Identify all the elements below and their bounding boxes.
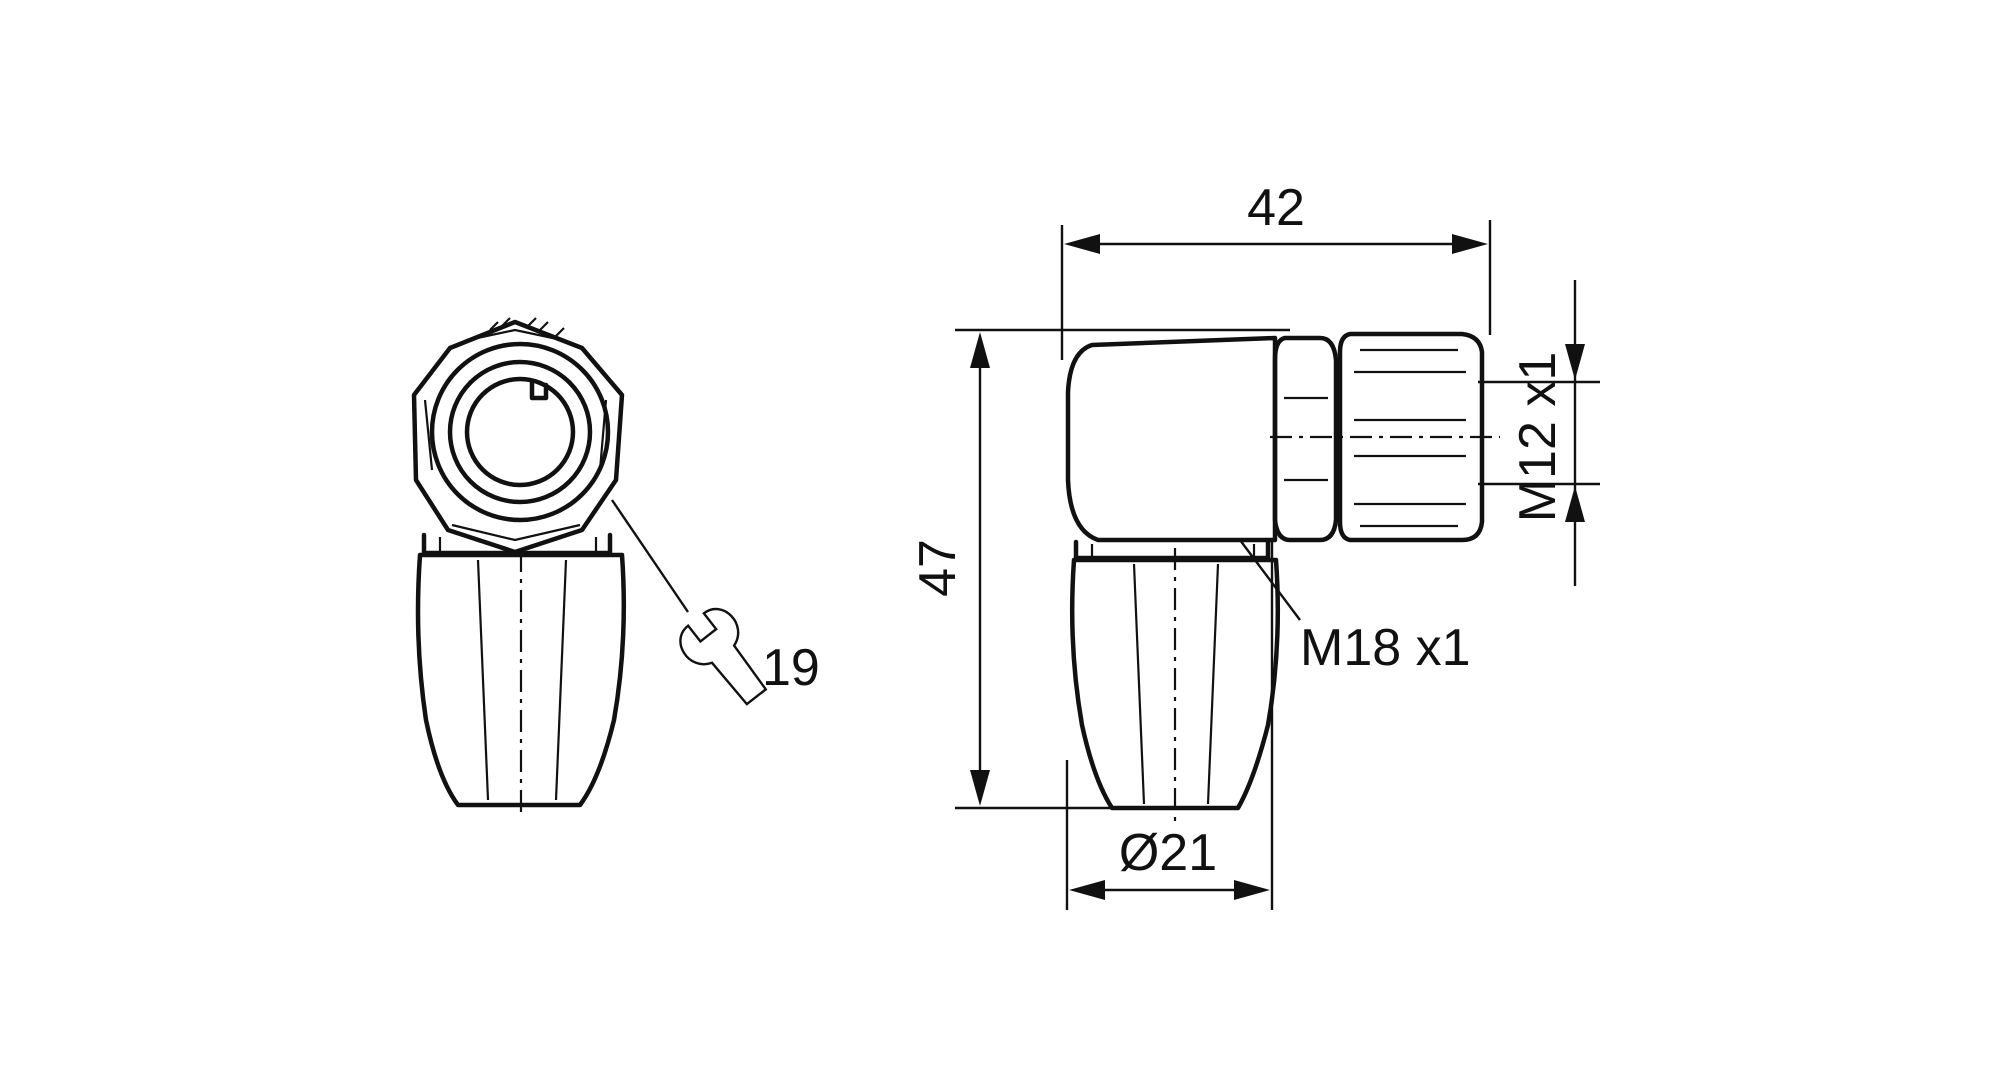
coupling-ring-lines: [1284, 396, 1328, 482]
hex-coupling-nut: [1337, 331, 1485, 543]
front-view: 19: [411, 317, 820, 818]
side-cable-boot: [1069, 557, 1281, 811]
hex-nut-facets: [1354, 348, 1466, 528]
m12-thread-label: M12 x1: [1509, 352, 1567, 523]
hex-facets: [423, 328, 608, 542]
wrench-size-label: 19: [762, 639, 820, 697]
width-label: 42: [1247, 179, 1305, 237]
middle-ring: [447, 359, 593, 505]
width-dimension: 42: [1060, 179, 1492, 360]
m18-thread-callout: M18 x1: [1239, 539, 1471, 677]
outer-ring: [429, 341, 611, 523]
side-view: 42 47 Ø21 M12 x1: [909, 179, 1600, 910]
boot-inner-lines: [476, 559, 568, 801]
diameter-label: Ø21: [1119, 824, 1217, 882]
height-label: 47: [909, 539, 967, 597]
m12-thread-dimension: M12 x1: [1478, 280, 1600, 586]
key-notch: [529, 378, 549, 401]
m18-thread-label: M18 x1: [1300, 619, 1471, 677]
knurl-marks: [489, 317, 565, 337]
height-dimension: 47: [909, 328, 1290, 810]
diameter-dimension: Ø21: [1065, 540, 1274, 910]
wrench-leader: [611, 499, 689, 613]
wrench-icon: [679, 607, 768, 706]
side-boot-inner-lines: [1132, 563, 1220, 805]
collar-lines: [438, 537, 598, 553]
side-collar-lines: [1090, 544, 1256, 556]
connector-body: [1065, 335, 1278, 543]
socket-ring: [464, 376, 576, 488]
coupling-ring: [1272, 335, 1339, 543]
cable-boot: [415, 552, 627, 808]
side-collar: [1073, 539, 1271, 561]
